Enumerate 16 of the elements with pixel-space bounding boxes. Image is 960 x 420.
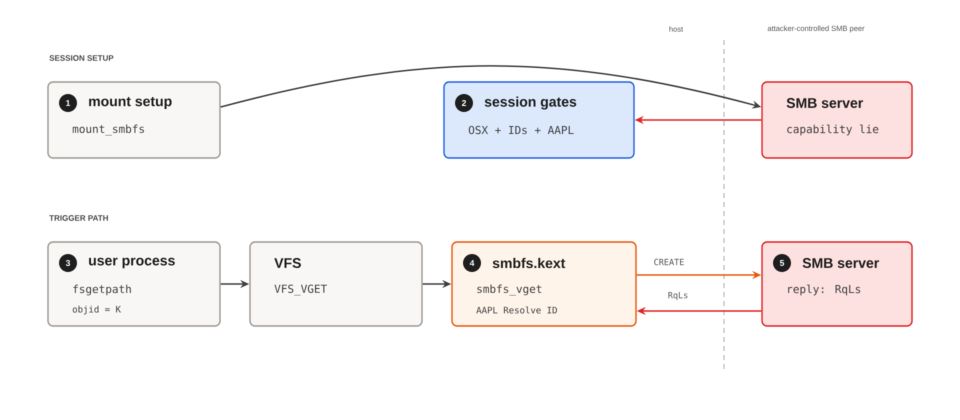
process-box: SMB server capability lie: [761, 81, 913, 159]
edge-label: CREATE: [652, 257, 686, 267]
section-heading: TRIGGER PATH: [49, 215, 108, 221]
step-badge: 4: [463, 254, 481, 272]
process-box: 1 mount setup mount_smbfs: [47, 81, 221, 159]
step-badge: 2: [455, 94, 473, 112]
step-badge: 1: [59, 94, 77, 112]
step-badge: 5: [773, 254, 791, 272]
section-heading: SESSION SETUP: [49, 55, 114, 61]
process-box: VFS VFS_VGET: [249, 241, 423, 327]
process-box: 3 user process fsgetpath objid = K: [47, 241, 221, 327]
process-box: 4 smbfs.kext smbfs_vget AAPL Resolve ID: [451, 241, 637, 327]
step-badge: 3: [59, 254, 77, 272]
process-box: 5 SMB server reply: RqLs: [761, 241, 913, 327]
process-box: 2 session gates OSX + IDs + AAPL: [443, 81, 635, 159]
edge-label: RqLs: [666, 290, 690, 302]
